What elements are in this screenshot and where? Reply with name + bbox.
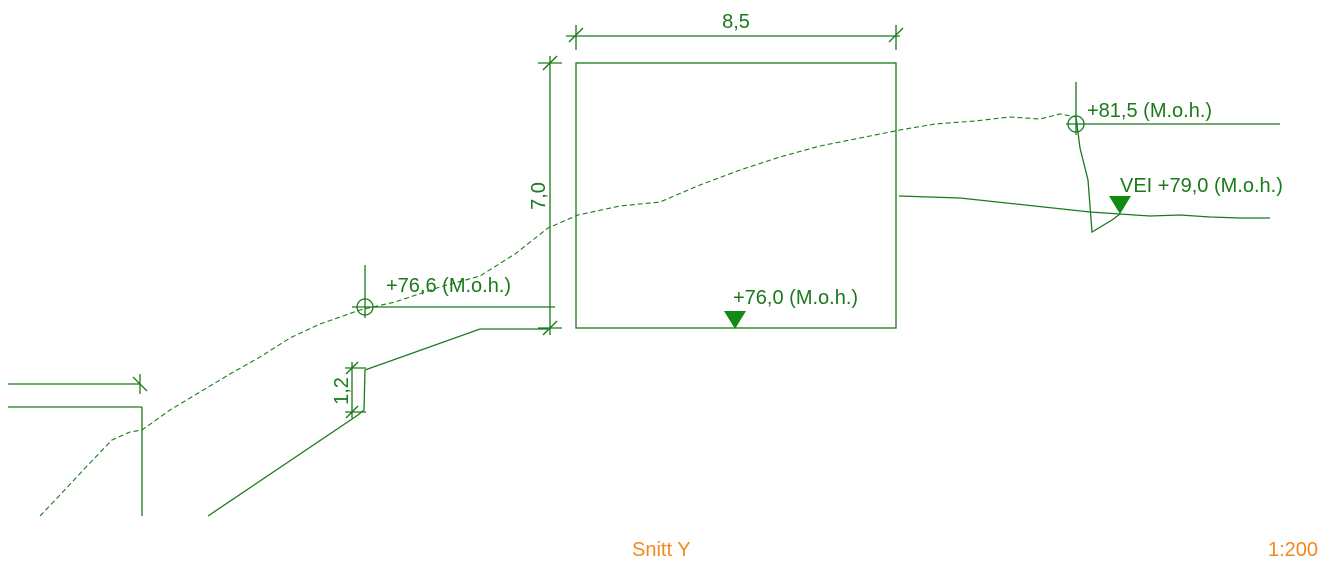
level-terrain-left-label: +76,6 (M.o.h.): [386, 275, 511, 297]
dimension-height: 7,0: [528, 55, 562, 336]
level-terrain-right-label: +81,5 (M.o.h.): [1087, 100, 1212, 122]
existing-structure-left: [8, 374, 148, 516]
level-marker-terrain-right: +81,5 (M.o.h.): [1066, 82, 1280, 135]
level-marker-road: VEI +79,0 (M.o.h.): [1109, 175, 1283, 214]
dimension-height-label: 7,0: [528, 182, 550, 210]
existing-terrain-line: [39, 113, 1077, 517]
level-road-label: VEI +79,0 (M.o.h.): [1120, 175, 1283, 197]
proposed-ground-line: [207, 328, 548, 517]
road-profile: [898, 116, 1270, 234]
building-outline: [575, 62, 897, 329]
dimension-step-label: 1,2: [331, 377, 353, 405]
level-marker-floor: +76,0 (M.o.h.): [724, 287, 858, 329]
level-marker-terrain-left: +76,6 (M.o.h.): [352, 265, 555, 318]
dimension-step: 1,2: [331, 361, 366, 419]
drawing-scale: 1:200: [1268, 539, 1318, 561]
dimension-width-label: 8,5: [722, 11, 750, 33]
dimension-width: 8,5: [566, 11, 904, 50]
section-title: Snitt Y: [632, 539, 691, 561]
level-floor-label: +76,0 (M.o.h.): [733, 287, 858, 309]
